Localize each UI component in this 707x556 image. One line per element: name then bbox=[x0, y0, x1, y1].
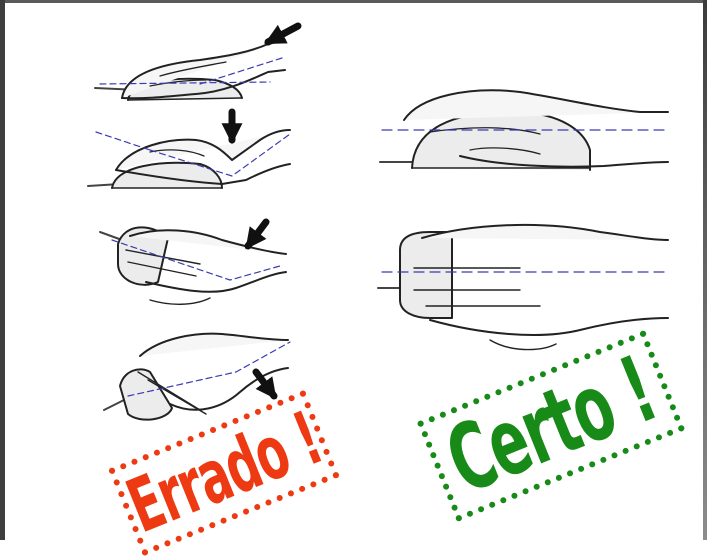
frame-right-border bbox=[703, 0, 707, 540]
wrong-posture-2 bbox=[87, 108, 291, 189]
hand-posture-illustrations bbox=[87, 22, 669, 421]
wrong-posture-3 bbox=[99, 218, 287, 305]
wrong-posture-4 bbox=[103, 332, 291, 421]
wrong-posture-1 bbox=[94, 22, 302, 101]
correct-posture-1 bbox=[379, 89, 669, 171]
correct-posture-2 bbox=[377, 223, 669, 351]
frame-left-border bbox=[0, 0, 5, 540]
frame-top-border bbox=[0, 0, 707, 3]
